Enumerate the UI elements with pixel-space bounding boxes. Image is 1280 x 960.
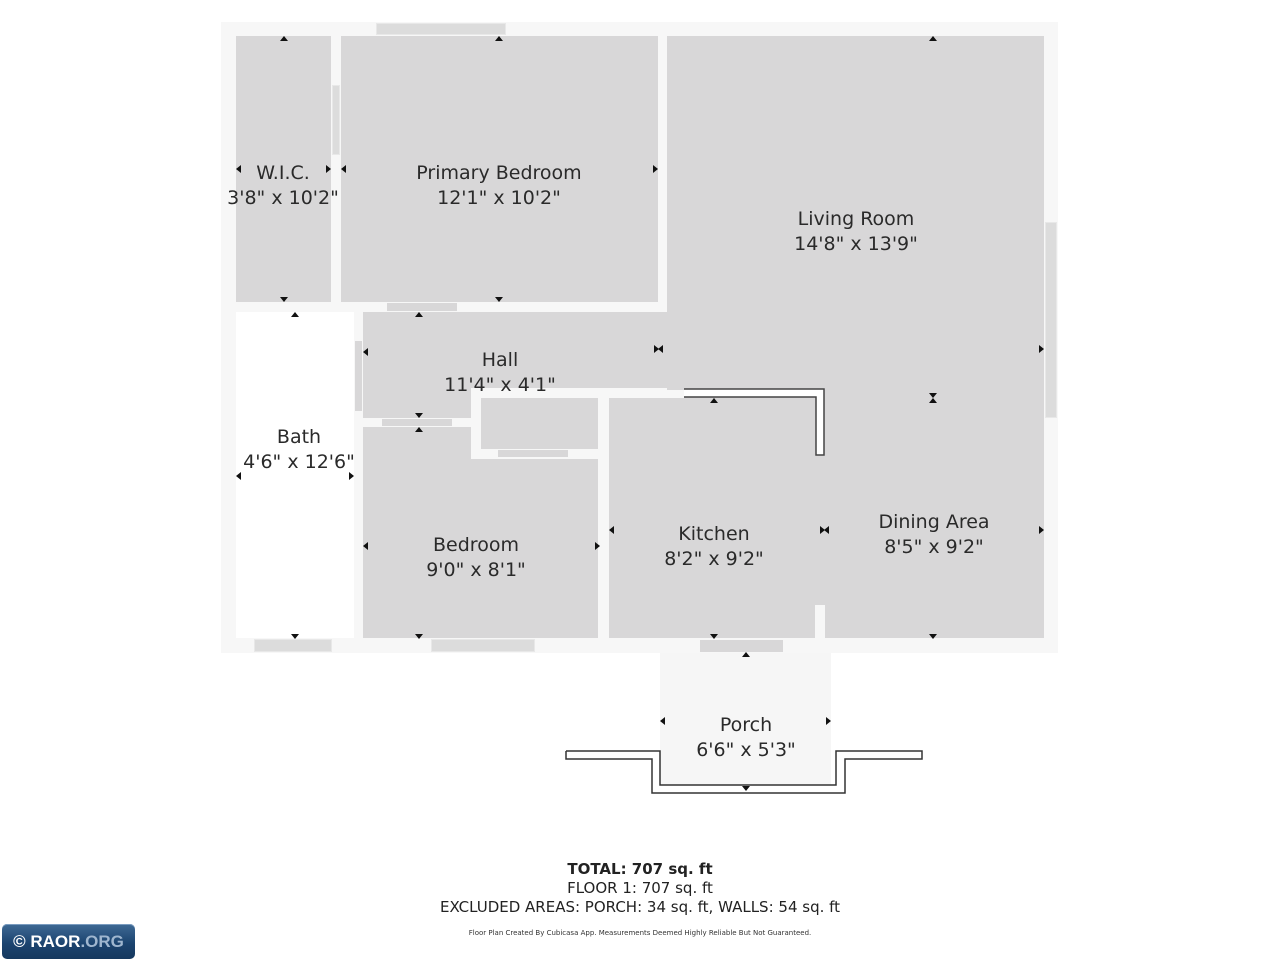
arrow-icon [929,634,937,639]
room-label-living-room: Living Room 14'8" x 13'9" [794,207,918,257]
disclaimer: Floor Plan Created By Cubicasa App. Meas… [468,929,812,937]
kitchen-pillar [815,605,825,638]
room-name: W.I.C. [256,162,310,184]
room-label-bath: Bath 4'6" x 12'6" [243,425,355,475]
arrow-icon [363,542,368,550]
arrow-icon [341,165,346,173]
arrow-icon [595,542,600,550]
arrow-icon [291,634,299,639]
arrow-icon [1039,526,1044,534]
arrow-icon [609,526,614,534]
window-wic-door [332,85,340,155]
door-primary-hall [387,303,457,311]
room-name: Bath [276,426,322,448]
arrow-icon [349,472,354,480]
room-name: Kitchen [678,523,750,545]
arrow-icon [710,634,718,639]
room-dimensions: 8'2" x 9'2" [664,548,764,570]
room-dimensions: 6'6" x 5'3" [696,739,796,761]
watermark-tld: .ORG [80,932,124,951]
arrow-icon [280,297,288,302]
room-primary-bedroom [341,36,658,302]
room-name: Primary Bedroom [416,162,582,184]
door-bedroom-hall [382,419,452,426]
arrow-icon [929,36,937,41]
arrow-icon [824,526,829,534]
arrow-icon [660,717,665,725]
arrow-icon [236,165,241,173]
room-dimensions: 8'5" x 9'2" [884,536,984,558]
arrow-icon [363,348,368,356]
kitchen-counter [684,388,825,456]
room-label-wic: W.I.C. 3'8" x 10'2" [227,161,339,211]
window-bath-bottom [254,639,332,652]
room-dining-area [815,390,1044,638]
room-hall [363,312,668,388]
room-name: Bedroom [433,534,519,556]
arrow-icon [654,345,659,353]
room-name: Living Room [797,208,915,230]
room-dimensions: 12'1" x 10'2" [437,187,561,209]
room-label-bedroom: Bedroom 9'0" x 8'1" [426,533,526,583]
room-label-porch: Porch 6'6" x 5'3" [696,713,796,763]
door-bath-hall [355,341,362,411]
total-area: TOTAL: 707 sq. ft [567,860,713,878]
arrow-icon [710,398,718,403]
arrow-icon [291,312,299,317]
room-name: Porch [719,714,773,736]
room-dimensions: 9'0" x 8'1" [426,559,526,581]
copyright-icon: © [13,932,26,951]
arrow-icon [236,472,241,480]
excluded-areas: EXCLUDED AREAS: PORCH: 34 sq. ft, WALLS:… [439,898,841,916]
arrow-icon [1039,345,1044,353]
room-wic [236,36,331,302]
arrow-icon [929,398,937,403]
arrow-icon [495,297,503,302]
porch-steps [565,750,923,794]
arrow-icon [826,717,831,725]
arrow-icon [658,345,663,353]
door-kitchen-porch [700,640,783,652]
watermark-badge: © RAOR.ORG [2,924,135,959]
arrow-icon [653,165,658,173]
arrow-icon [929,393,937,398]
arrow-icon [495,36,503,41]
room-dimensions: 14'8" x 13'9" [794,233,918,255]
arrow-icon [326,165,331,173]
room-closet [481,398,598,449]
arrow-icon [415,312,423,317]
room-label-dining-area: Dining Area 8'5" x 9'2" [878,510,989,560]
arrow-icon [415,413,423,418]
room-living-room [667,36,1044,390]
arrow-icon [742,652,750,657]
door-closet [498,450,568,457]
room-name: Hall [481,349,519,371]
watermark-brand: RAOR [30,932,81,951]
floor-area: FLOOR 1: 707 sq. ft [567,879,713,897]
window-living-right [1045,222,1057,418]
arrow-icon [415,427,423,432]
room-dimensions: 4'6" x 12'6" [243,451,355,473]
room-bedroom-main [471,459,598,638]
room-bath [236,312,354,638]
room-label-primary-bedroom: Primary Bedroom 12'1" x 10'2" [416,161,581,211]
arrow-icon [742,786,750,791]
window-bedroom-bottom [431,639,535,652]
window-primary-top [376,23,506,35]
arrow-icon [280,36,288,41]
room-porch [660,653,831,785]
room-label-kitchen: Kitchen 8'2" x 9'2" [664,522,764,572]
room-label-hall: Hall 11'4" x 4'1" [444,348,556,398]
room-dimensions: 11'4" x 4'1" [444,374,556,396]
room-kitchen [609,398,815,638]
arrow-icon [415,634,423,639]
arrow-icon [820,526,825,534]
room-name: Dining Area [878,511,990,533]
room-dimensions: 3'8" x 10'2" [227,187,339,209]
room-bedroom [363,427,471,638]
